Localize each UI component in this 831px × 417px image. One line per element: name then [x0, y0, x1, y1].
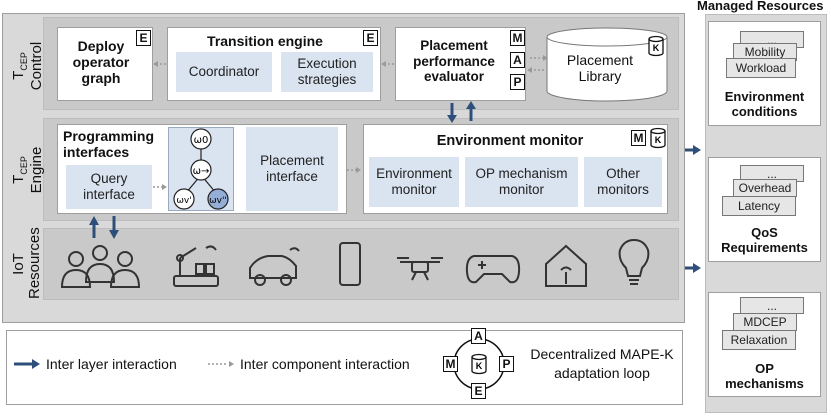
- transition-engine-title: Transition engine: [207, 33, 323, 49]
- placement-library-cylinder: [546, 27, 668, 102]
- knowledge-db-icon: K: [648, 35, 664, 57]
- mapek-tag-a: A: [471, 328, 486, 344]
- gamepad-icon: [465, 255, 521, 284]
- op-stack-item-2: MDCEP: [733, 313, 797, 331]
- mapek-tag-m: M: [443, 356, 458, 372]
- users-icon: [60, 245, 141, 288]
- env-monitor-tag-m: M: [631, 130, 646, 146]
- managed-resources-heading: Managed Resources: [697, 0, 824, 13]
- mapek-tag-e: E: [471, 383, 486, 399]
- mapek-knowledge-icon: K: [471, 353, 487, 375]
- car-icon: [249, 247, 300, 286]
- env-stack-item-1: Workload: [726, 58, 796, 78]
- evaluator-tag-p: P: [510, 74, 525, 90]
- mapek-tag-k: K: [476, 361, 483, 371]
- robot-arm-icon: [173, 245, 219, 287]
- smart-home-icon: [545, 244, 587, 287]
- deploy-execute-tag: E: [136, 30, 151, 46]
- evaluator-tag-a: A: [510, 52, 525, 68]
- env-monitor-tag-k: K: [655, 135, 662, 145]
- placement-evaluator-box: [395, 27, 526, 101]
- evaluator-tag-m: M: [510, 30, 525, 46]
- transition-execute-tag: E: [363, 30, 378, 46]
- graph-node-1: ω→: [193, 166, 210, 177]
- op-stack-item-1: Relaxation: [722, 330, 796, 350]
- environment-monitor-title: Environment monitor: [436, 133, 584, 149]
- library-tag-k: K: [653, 43, 660, 53]
- smartphone-icon: [339, 242, 361, 286]
- smart-bulb-icon: [618, 238, 650, 285]
- mapek-tag-p: P: [499, 356, 514, 372]
- coordinator-box: Coordinator: [176, 52, 272, 92]
- graph-node-3: ωv'': [209, 196, 227, 206]
- graph-node-0: ω0: [194, 135, 209, 146]
- qos-stack-item-1: Latency: [722, 196, 796, 216]
- legend-inter-layer-label: Inter layer interaction: [46, 356, 177, 372]
- legend-box: [6, 330, 683, 405]
- legend-inter-component-label: Inter component interaction: [240, 356, 410, 372]
- drone-icon: [397, 257, 443, 281]
- operator-graph: ω0 ω→ ωv' ωv'': [173, 128, 229, 210]
- graph-node-2: ωv': [176, 196, 191, 206]
- env-monitor-knowledge-icon: K: [650, 127, 666, 149]
